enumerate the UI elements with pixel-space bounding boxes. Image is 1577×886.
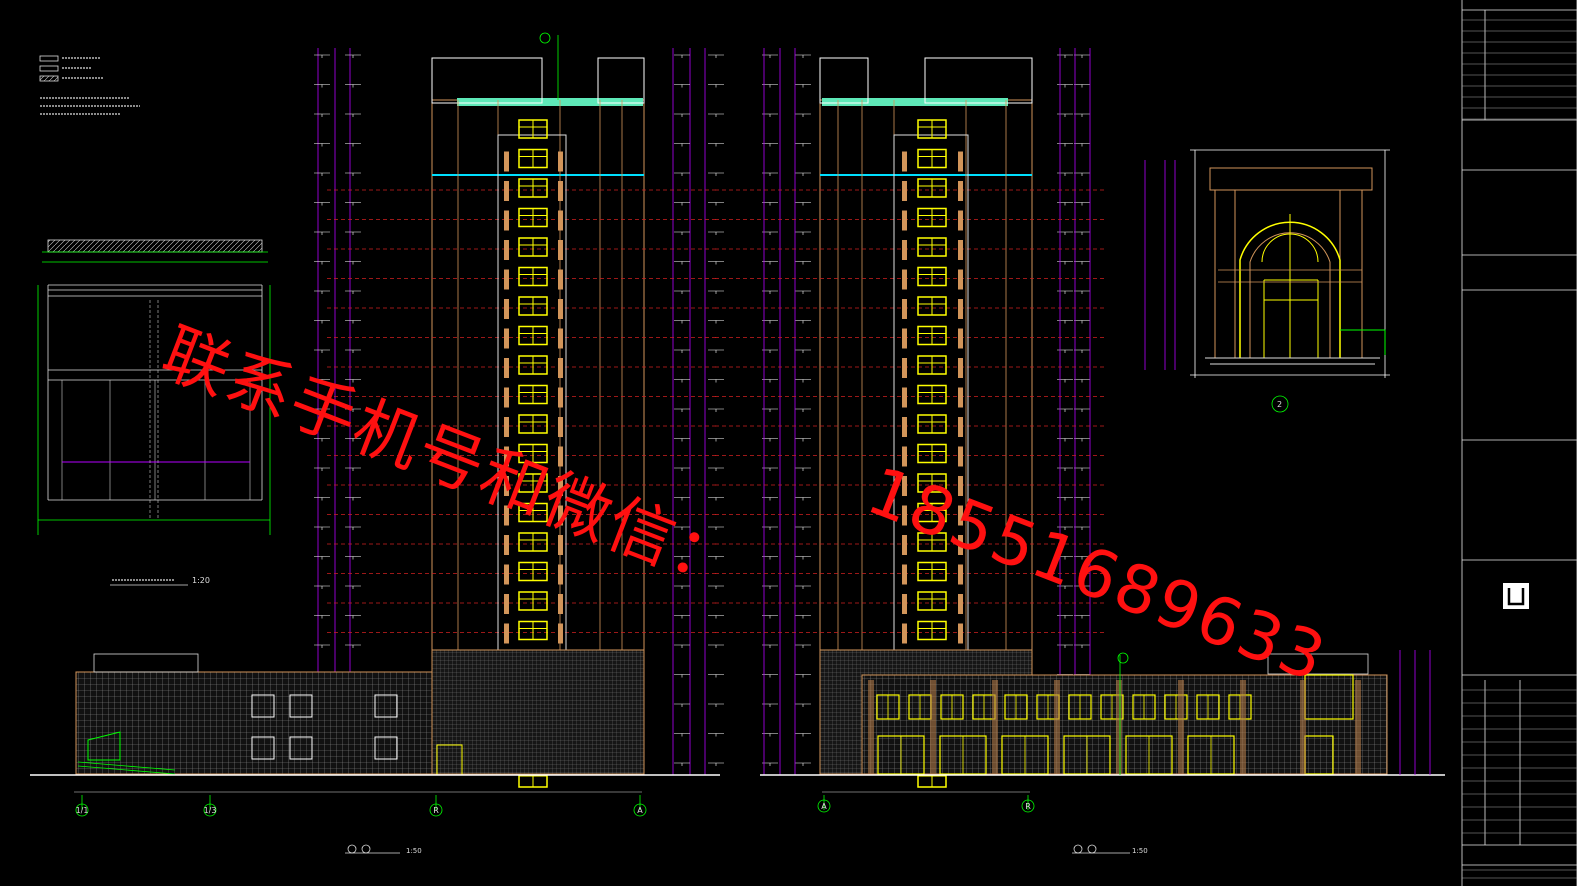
left-elevation: 1/1 1/3 R A 1:50 bbox=[30, 32, 1090, 855]
arch-detail-marker: 2 bbox=[1277, 400, 1282, 409]
axis-marker-label: R bbox=[1025, 802, 1031, 811]
axis-marker bbox=[1021, 799, 1035, 813]
axis-marker bbox=[203, 803, 217, 817]
right-elevation: A R 1:50 bbox=[715, 48, 1445, 855]
axis-marker-label: A bbox=[821, 802, 827, 811]
axis-marker-label: 1/3 bbox=[204, 806, 217, 815]
wall-section-scale: 1:20 bbox=[192, 576, 210, 585]
axis-marker bbox=[817, 799, 831, 813]
axis-marker-label: A bbox=[637, 806, 643, 815]
title-block bbox=[1461, 0, 1577, 886]
axis-marker bbox=[633, 803, 647, 817]
podium-windows bbox=[251, 694, 398, 760]
axis-marker bbox=[75, 803, 89, 817]
axis-marker-label: 1/1 bbox=[76, 806, 89, 815]
right-elevation-scale: 1:50 bbox=[1132, 847, 1148, 855]
wall-section-detail: 1:20 bbox=[37, 239, 271, 586]
axis-marker bbox=[429, 803, 443, 817]
arch-entrance-detail: 2 bbox=[1144, 149, 1390, 413]
legend bbox=[39, 55, 140, 115]
axis-marker-label: R bbox=[433, 806, 439, 815]
left-elevation-scale: 1:50 bbox=[406, 847, 422, 855]
